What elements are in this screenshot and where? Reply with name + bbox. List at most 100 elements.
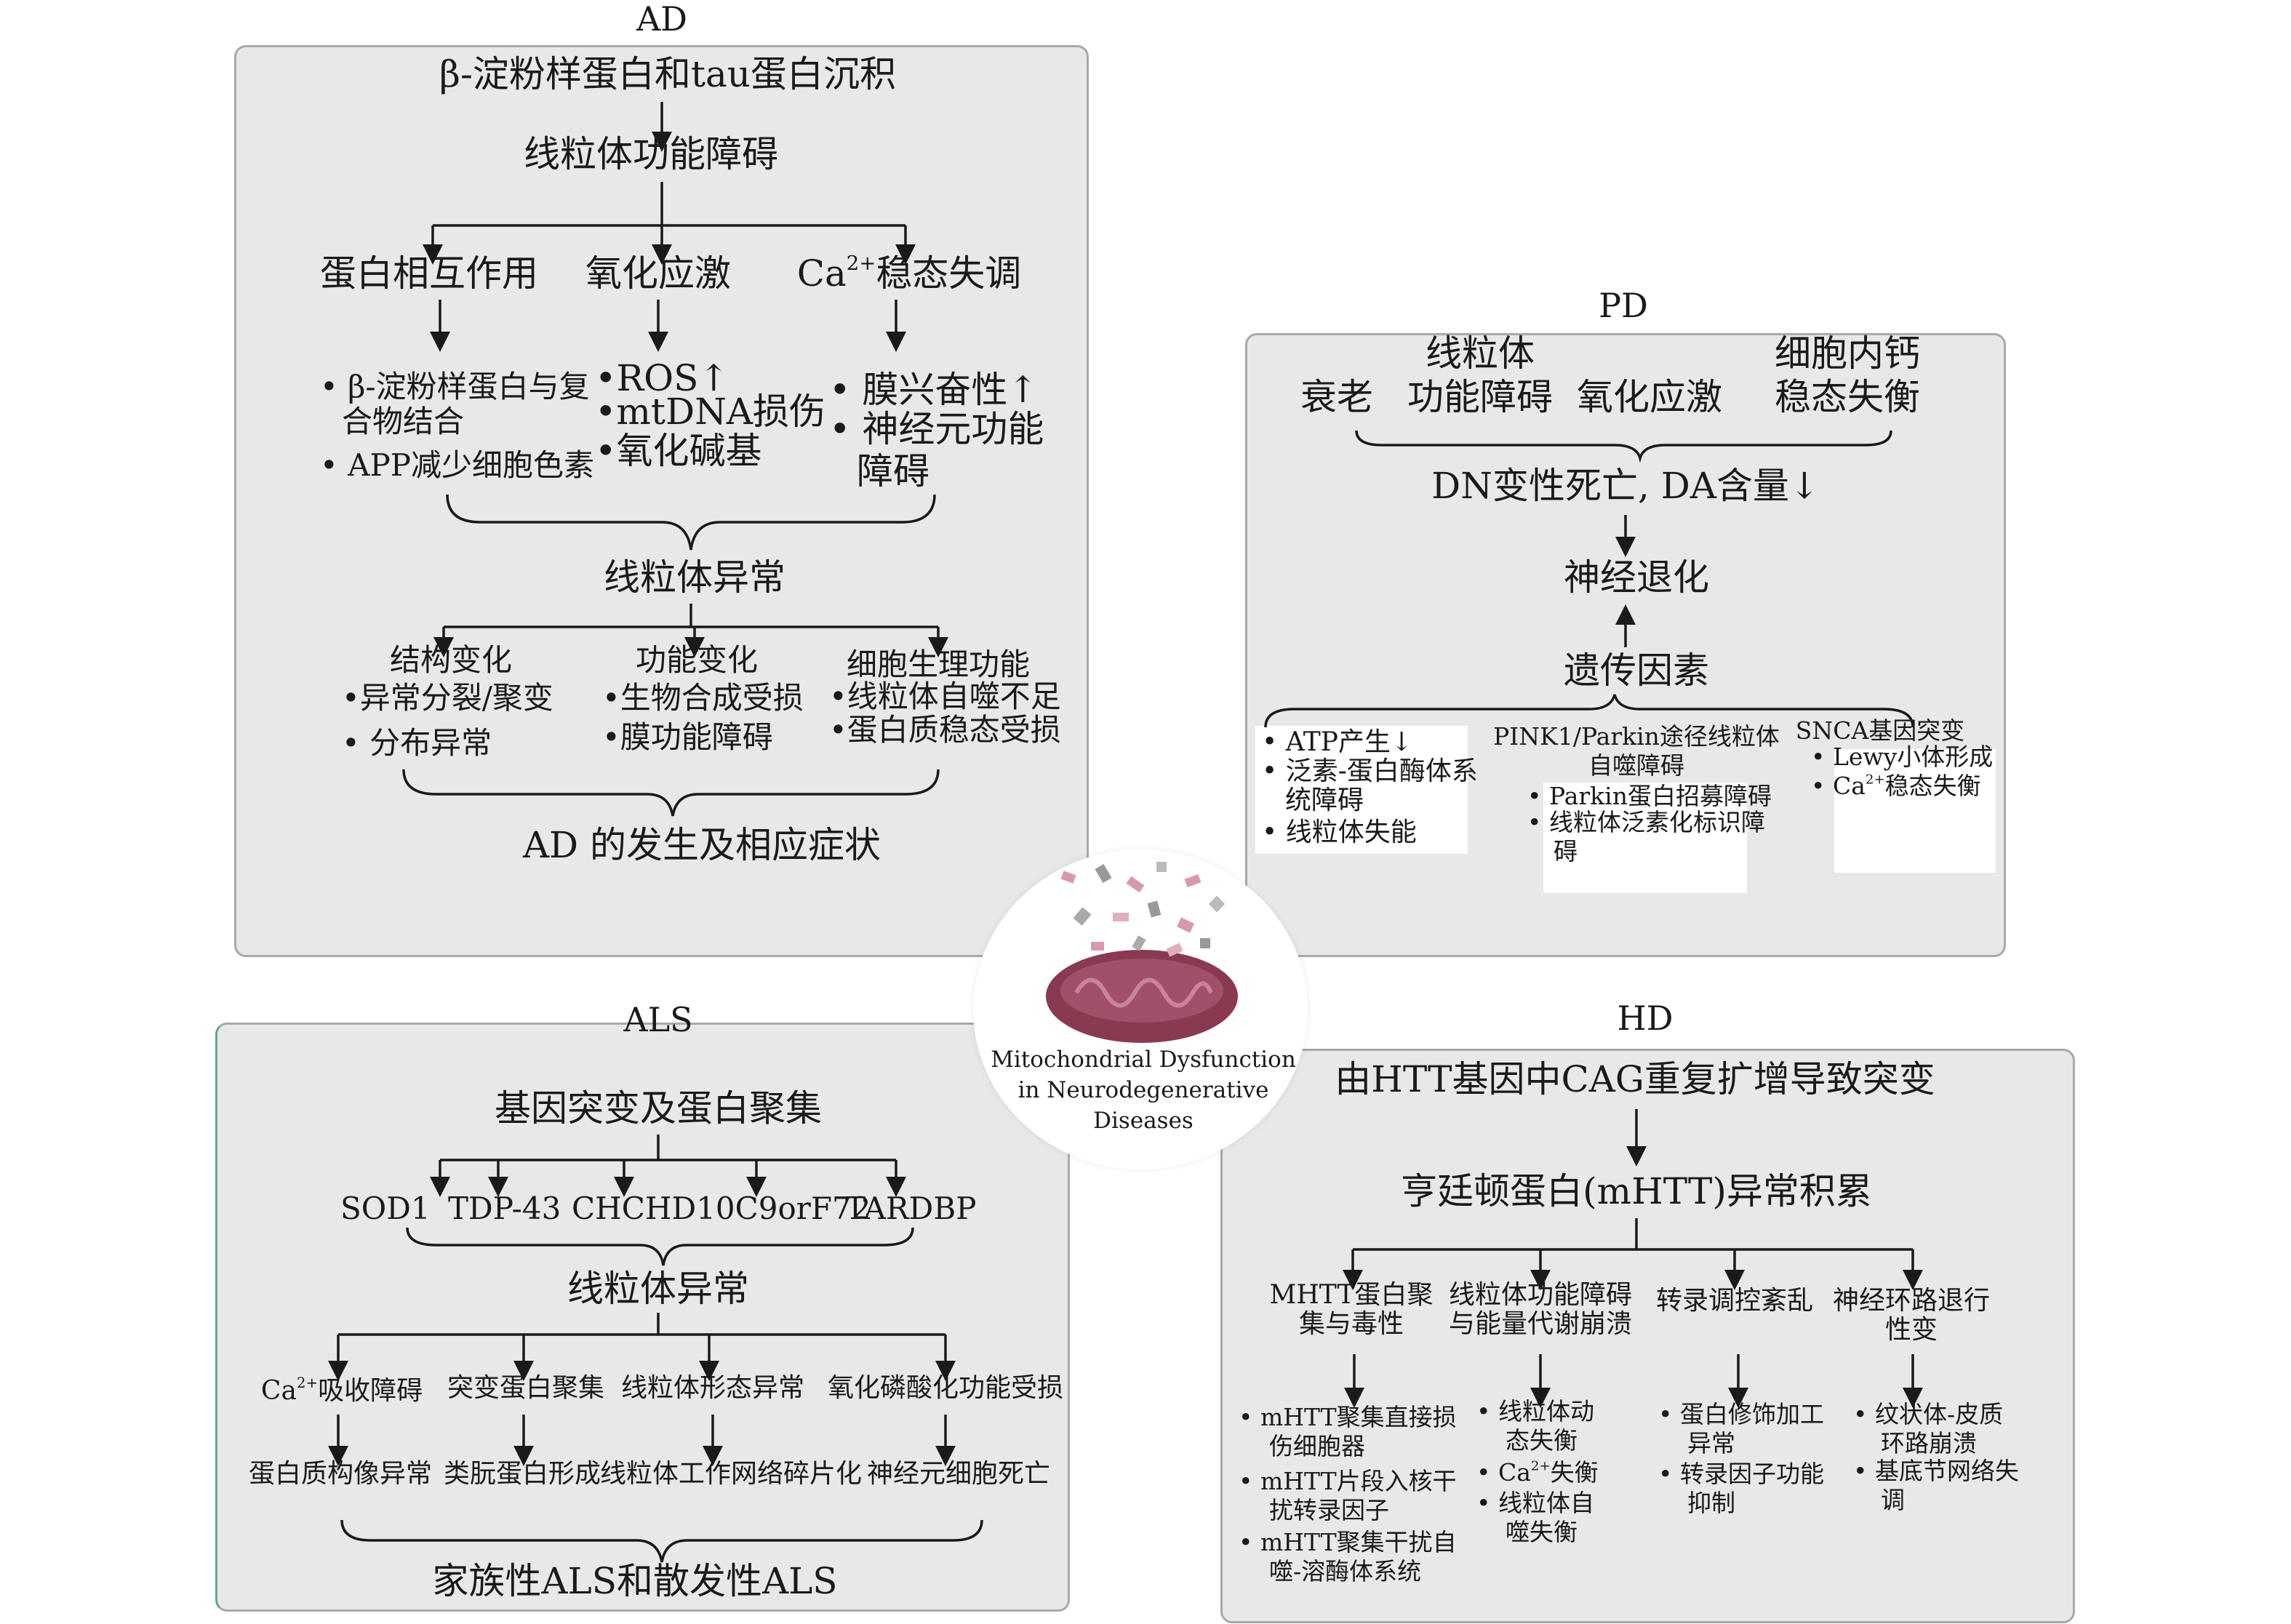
pd-box-2 bbox=[1543, 783, 1747, 893]
als-b2: 类朊蛋白形成 bbox=[443, 1459, 601, 1489]
hd-d1-3b: 噬-溶酶体系统 bbox=[1269, 1557, 1422, 1585]
als-r3: 线粒体形态异常 bbox=[620, 1373, 805, 1403]
ad-s1-item2: • 分布异常 bbox=[342, 725, 492, 761]
ad-structure-change: 结构变化 bbox=[389, 642, 513, 678]
als-b1: 蛋白质构像异常 bbox=[248, 1459, 433, 1489]
pd-g3-item1: • Lewy小体形成 bbox=[1811, 743, 1994, 771]
hd-d1-1b: 伤细胞器 bbox=[1269, 1432, 1365, 1460]
ad-function-change: 功能变化 bbox=[635, 642, 759, 678]
hd-h2-2: 与能量代谢崩溃 bbox=[1448, 1309, 1633, 1339]
ad-c2-line3: •氧化碱基 bbox=[595, 430, 762, 472]
pd-title: PD bbox=[1599, 286, 1648, 325]
hd-d2-3: • 线粒体自 bbox=[1476, 1489, 1594, 1517]
center-caption-2: in Neurodegenerative bbox=[1017, 1077, 1269, 1103]
als-mito-abnormal: 线粒体异常 bbox=[567, 1268, 749, 1310]
ad-c2-line2: •mtDNA损伤 bbox=[595, 391, 825, 433]
pd-g2-head2: 自噬障碍 bbox=[1588, 751, 1684, 780]
pd-dn-death: DN变性死亡, DA含量↓ bbox=[1431, 465, 1820, 507]
pd-g2-item2b: 碍 bbox=[1554, 837, 1578, 865]
ad-s3-item1: •线粒体自噬不足 bbox=[829, 679, 1061, 714]
ad-c2-line1: •ROS↑ bbox=[595, 357, 729, 399]
pd-mito-1: 线粒体 bbox=[1426, 332, 1535, 375]
ad-c3-line2: • 神经元功能 bbox=[829, 408, 1044, 450]
ad-s1-item1: •异常分裂/聚变 bbox=[342, 680, 553, 716]
ad-mito-dysfunction: 线粒体功能障碍 bbox=[524, 133, 778, 175]
center-caption-1: Mitochondrial Dysfunction bbox=[991, 1047, 1296, 1073]
als-top-node: 基因突变及蛋白聚集 bbox=[495, 1087, 822, 1129]
hd-mhtt-accumulation: 亨廷顿蛋白(mHTT)异常积累 bbox=[1401, 1170, 1872, 1212]
ad-c3-line1: • 膜兴奋性↑ bbox=[829, 369, 1039, 411]
pd-g1-item3: • 线粒体失能 bbox=[1262, 817, 1417, 847]
ad-title: AD bbox=[636, 0, 688, 39]
hd-h4-2: 性变 bbox=[1884, 1315, 1938, 1345]
hd-d1-2b: 扰转录因子 bbox=[1269, 1496, 1389, 1524]
ad-c3-line3: 障碍 bbox=[857, 450, 929, 492]
hd-h2-1: 线粒体功能障碍 bbox=[1448, 1280, 1633, 1310]
als-panel bbox=[215, 1023, 1070, 1612]
hd-title: HD bbox=[1617, 999, 1674, 1038]
hd-d3-1b: 异常 bbox=[1687, 1429, 1735, 1457]
hd-d4-1b: 环路崩溃 bbox=[1881, 1429, 1977, 1457]
pd-g3-item2: • Ca2+稳态失衡 bbox=[1811, 772, 1981, 800]
als-gene-chchd10: CHCHD10C9orF72 bbox=[572, 1191, 871, 1226]
hd-d1-3: • mHTT聚集干扰自 bbox=[1239, 1528, 1457, 1556]
pd-g1-item2b: 统障碍 bbox=[1285, 785, 1364, 815]
ad-oxidative-stress: 氧化应激 bbox=[585, 252, 731, 295]
pd-box-1 bbox=[1255, 726, 1468, 854]
ad-calcium-node: Ca2+稳态失调 bbox=[796, 252, 1022, 295]
hd-d1-2: • mHTT片段入核干 bbox=[1239, 1467, 1457, 1495]
hd-d4-2: • 基底节网络失 bbox=[1853, 1457, 2019, 1485]
pd-g3-head: SNCA基因突变 bbox=[1795, 716, 1965, 745]
pd-aging: 衰老 bbox=[1300, 376, 1373, 418]
hd-d3-2: • 转录因子功能 bbox=[1658, 1460, 1824, 1488]
hd-d2-1b: 态失衡 bbox=[1506, 1426, 1578, 1455]
hd-d2-1: • 线粒体动 bbox=[1476, 1397, 1594, 1425]
als-b4: 神经元细胞死亡 bbox=[866, 1459, 1051, 1489]
ad-protein-interaction: 蛋白相互作用 bbox=[320, 252, 538, 295]
als-gene-sod1: SOD1 bbox=[340, 1191, 431, 1226]
hd-d3-1: • 蛋白修饰加工 bbox=[1658, 1400, 1824, 1428]
hd-h4-1: 神经环路退行 bbox=[1832, 1286, 1991, 1316]
pd-g2-item1: • Parkin蛋白招募障碍 bbox=[1527, 782, 1772, 810]
pd-oxidative: 氧化应激 bbox=[1577, 376, 1722, 418]
als-gene-tdp43: TDP-43 bbox=[448, 1191, 561, 1226]
als-b3: 线粒体工作网络碎片化 bbox=[599, 1459, 863, 1489]
als-r2: 突变蛋白聚集 bbox=[447, 1373, 605, 1403]
hd-d4-2b: 调 bbox=[1881, 1486, 1905, 1514]
ad-mito-abnormal: 线粒体异常 bbox=[604, 556, 785, 599]
pd-g1-item2: • 泛素-蛋白酶体系 bbox=[1262, 756, 1478, 786]
mitochondrion-icon bbox=[1046, 862, 1238, 1043]
als-title: ALS bbox=[623, 1000, 693, 1039]
als-outcome: 家族性ALS和散发性ALS bbox=[432, 1560, 838, 1602]
hd-panel bbox=[1220, 1049, 2075, 1623]
hd-d2-3b: 噬失衡 bbox=[1506, 1518, 1578, 1546]
pd-box-3 bbox=[1834, 749, 1996, 873]
hd-h3: 转录调控紊乱 bbox=[1655, 1286, 1814, 1316]
pd-genetic: 遗传因素 bbox=[1564, 649, 1709, 692]
center-caption-3: Diseases bbox=[1093, 1108, 1194, 1134]
ad-s2-item2: •膜功能障碍 bbox=[602, 719, 773, 755]
als-r4: 氧化磷酸化功能受损 bbox=[827, 1373, 1064, 1403]
hd-d1-1: • mHTT聚集直接损 bbox=[1239, 1403, 1457, 1431]
ad-panel bbox=[234, 45, 1089, 957]
pd-g1-item1: • ATP产生↓ bbox=[1262, 727, 1413, 757]
ad-s2-item1: •生物合成受损 bbox=[602, 680, 804, 716]
pd-neurodegeneration: 神经退化 bbox=[1564, 556, 1709, 599]
ad-c1-line2: 合物结合 bbox=[342, 404, 465, 439]
hd-d4-1: • 纹状体-皮质 bbox=[1853, 1400, 2004, 1428]
ad-c1-line1: • β-淀粉样蛋白与复 bbox=[320, 369, 590, 404]
hd-top-node: 由HTT基因中CAG重复扩增导致突变 bbox=[1335, 1058, 1935, 1100]
als-r1: Ca2+吸收障碍 bbox=[260, 1375, 423, 1406]
pd-calcium-1: 细胞内钙 bbox=[1775, 332, 1920, 375]
ad-outcome: AD 的发生及相应症状 bbox=[522, 824, 881, 866]
ad-c1-line3: • APP减少细胞色素 bbox=[320, 447, 594, 483]
hd-h1-2: 集与毒性 bbox=[1298, 1309, 1404, 1339]
pd-g2-head1: PINK1/Parkin途径线粒体 bbox=[1493, 722, 1780, 751]
hd-h1-1: MHTT蛋白聚 bbox=[1269, 1280, 1434, 1310]
pd-g2-item2: • 线粒体泛素化标识障 bbox=[1527, 808, 1765, 836]
pd-mito-2: 功能障碍 bbox=[1407, 376, 1553, 418]
als-gene-tardbp: TARDBP bbox=[845, 1191, 977, 1226]
ad-top-node: β-淀粉样蛋白和tau蛋白沉积 bbox=[439, 53, 896, 95]
hd-d3-2b: 抑制 bbox=[1687, 1489, 1735, 1517]
pd-calcium-2: 稳态失衡 bbox=[1775, 376, 1920, 418]
